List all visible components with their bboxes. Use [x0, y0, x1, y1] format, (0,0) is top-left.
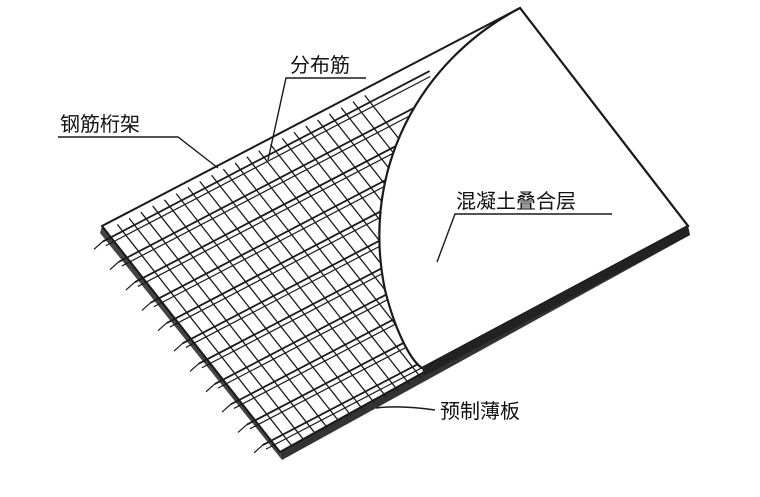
- leader-concrete-topping: [436, 213, 612, 263]
- distribution-bar: [222, 168, 399, 391]
- concrete-topping-layer: [378, 6, 690, 370]
- distribution-bar: [246, 156, 422, 379]
- bar-stub: [237, 424, 248, 433]
- label-concrete-topping: 混凝土叠合层: [456, 189, 576, 213]
- distribution-bar: [152, 205, 328, 428]
- distribution-bar: [105, 230, 281, 453]
- truss-bar: [105, 75, 431, 247]
- label-precast-slab: 预制薄板: [440, 399, 520, 423]
- distribution-bar: [140, 211, 316, 434]
- distribution-bar: [234, 162, 411, 385]
- truss-bar: [134, 124, 436, 284]
- bar-stub: [221, 403, 232, 413]
- truss-bar: [121, 103, 434, 267]
- bar-stub: [157, 322, 168, 332]
- distribution-bar: [128, 217, 305, 441]
- label-steel-truss: 钢筋桁架: [60, 112, 140, 136]
- distribution-bar: [211, 174, 387, 398]
- truss-bar: [137, 130, 437, 287]
- bar-stub: [205, 383, 216, 393]
- leader-steel-truss: [58, 136, 219, 169]
- leader-precast-slab: [375, 406, 436, 411]
- bar-stub: [189, 363, 200, 372]
- label-distribution-bar: 分布筋: [290, 53, 350, 77]
- truss-bar: [102, 70, 431, 243]
- distribution-bar: [116, 223, 293, 447]
- distribution-bar: [163, 199, 340, 422]
- bar-stub: [141, 302, 151, 311]
- bar-stub: [109, 261, 119, 271]
- distribution-bar: [199, 180, 375, 404]
- leader-distribution-bar: [267, 77, 366, 161]
- bar-stub: [125, 281, 135, 291]
- bar-stub: [173, 342, 184, 352]
- bar-stub: [93, 241, 103, 250]
- topping-layer-edge: [422, 226, 690, 376]
- distribution-bar: [187, 187, 363, 410]
- distribution-bar: [175, 193, 352, 416]
- truss-bar: [118, 97, 433, 263]
- bar-stub: [253, 444, 264, 454]
